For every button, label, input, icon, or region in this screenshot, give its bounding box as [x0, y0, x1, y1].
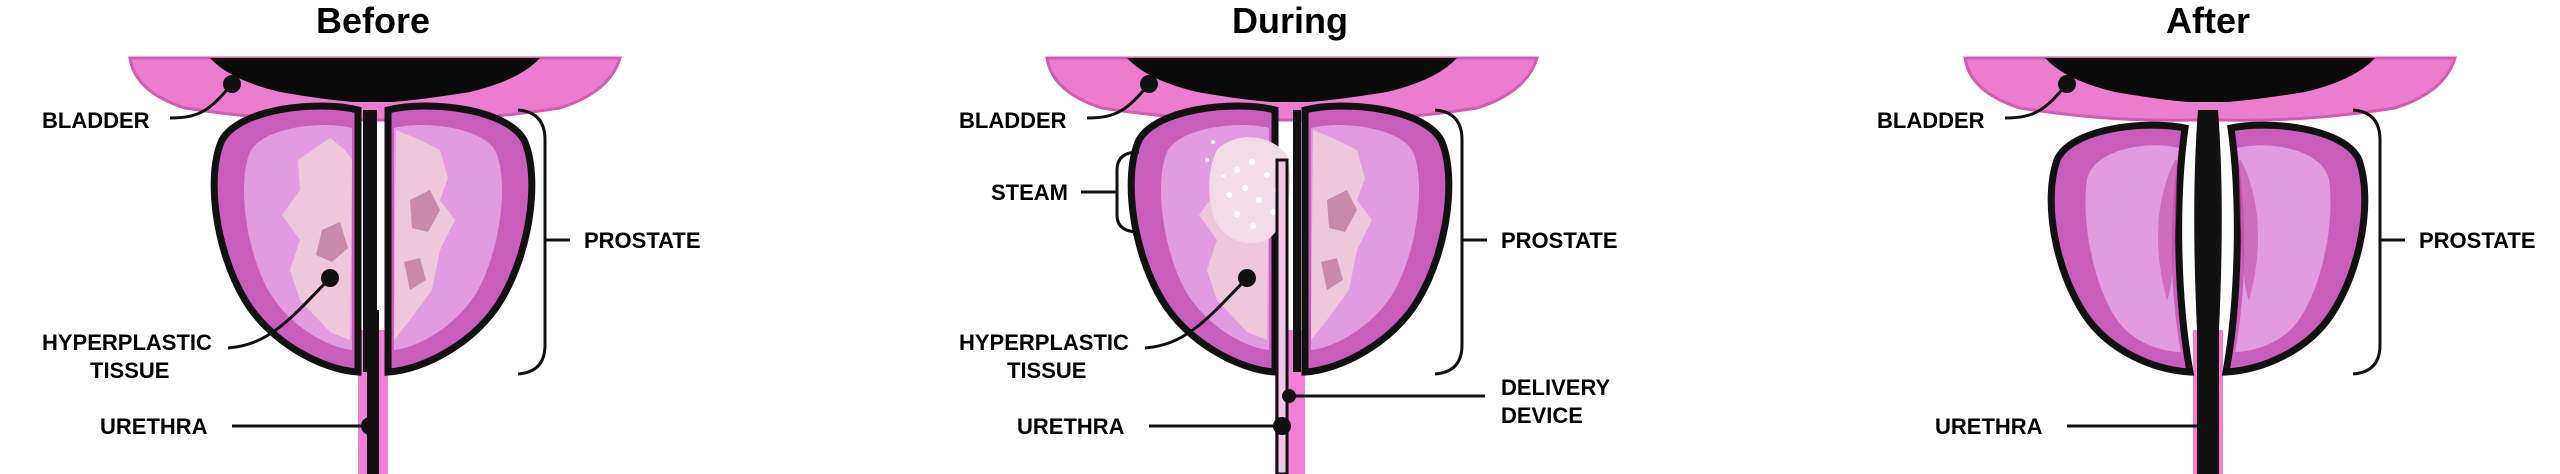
urethra-label: URETHRA — [1017, 414, 1125, 439]
hyperplastic-label-line1: HYPERPLASTIC — [42, 330, 212, 355]
hyperplastic-label-line2: TISSUE — [90, 358, 169, 383]
leader-lines — [2004, 75, 2405, 435]
prostate — [2047, 121, 2369, 376]
delivery-device — [1275, 158, 1289, 474]
hyperplastic-tissue — [282, 130, 455, 340]
steam-cloud — [1205, 137, 1291, 244]
bladder-label: BLADDER — [1877, 108, 1985, 133]
hyperplastic-label-line2: TISSUE — [1007, 358, 1086, 383]
prostate-label: PROSTATE — [1501, 228, 1618, 253]
leader-lines — [1081, 75, 1487, 435]
prostate-label: PROSTATE — [584, 228, 701, 253]
bladder — [1963, 56, 2458, 122]
panel-title: After — [2166, 0, 2250, 41]
urethra-label: URETHRA — [100, 414, 208, 439]
panel-title: During — [1232, 0, 1348, 41]
device-label-line2: DEVICE — [1501, 403, 1583, 428]
device-label-line1: DELIVERY — [1501, 375, 1611, 400]
prostate-label: PROSTATE — [2419, 228, 2536, 253]
leader-lines — [169, 75, 570, 435]
bladder — [1045, 56, 1540, 122]
steam-label: STEAM — [991, 180, 1068, 205]
hyperplastic-label-line1: HYPERPLASTIC — [959, 330, 1129, 355]
urethra-label: URETHRA — [1935, 414, 2043, 439]
panel-before: Before — [42, 0, 701, 474]
panel-after: After BLADDER URETHRA PROSTATE — [1877, 0, 2536, 474]
panel-during: During — [959, 0, 1618, 474]
panel-title: Before — [316, 0, 430, 41]
bladder-label: BLADDER — [959, 108, 1067, 133]
bladder-label: BLADDER — [42, 108, 150, 133]
